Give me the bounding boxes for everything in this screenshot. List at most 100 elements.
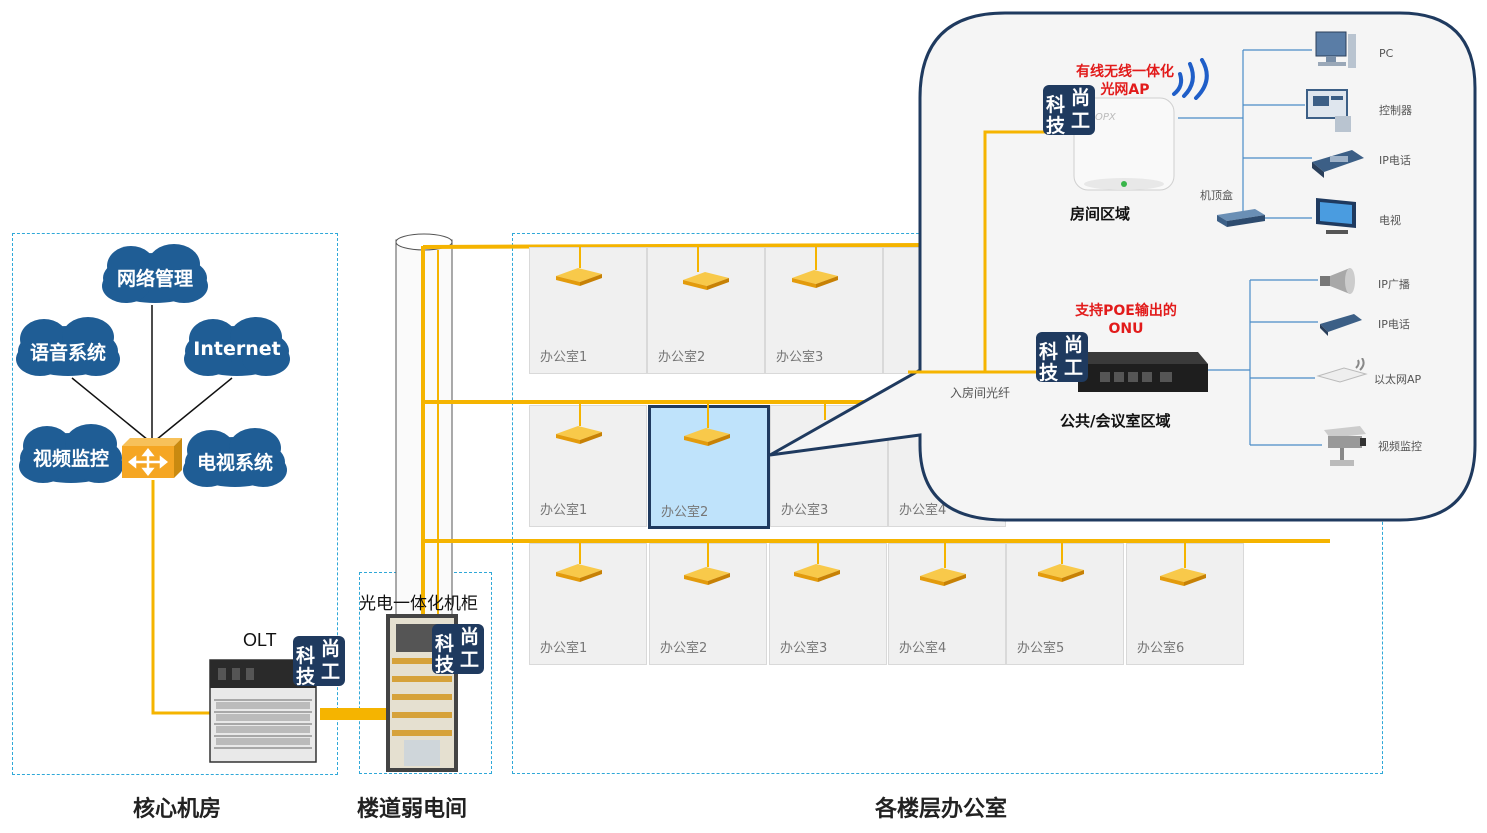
onu-icon xyxy=(683,272,729,290)
core-room-region xyxy=(12,233,338,775)
cloud-network-mgmt xyxy=(102,244,208,303)
watermark-char: 技 xyxy=(296,666,316,688)
room-device-label-2: IP电话 xyxy=(1379,154,1411,167)
cloud-internet xyxy=(184,317,290,376)
onu-icon xyxy=(920,568,966,586)
cloud-internet-label: Internet xyxy=(193,338,281,360)
watermark-logo: 尚 科 工 技 xyxy=(432,624,484,675)
office-label: 办公室2 xyxy=(660,641,708,656)
office-row3-5[interactable]: 办公室5 xyxy=(1006,543,1124,665)
fiber-in-label: 入房间光纤 xyxy=(950,386,1011,400)
watermark-char: 科 xyxy=(296,645,316,667)
watermark-logo: 尚 科 工 技 xyxy=(1043,85,1095,137)
ethernet-ap-icon xyxy=(1316,358,1368,383)
watermark-char: 科 xyxy=(1039,341,1059,363)
onu-icon xyxy=(556,426,602,444)
watermark-char: 工 xyxy=(1064,357,1084,379)
office-row3-3[interactable]: 办公室3 xyxy=(769,543,887,665)
switch-icon xyxy=(122,438,182,478)
onu-icon xyxy=(556,564,602,582)
pc-icon xyxy=(1315,31,1356,68)
set-top-box-icon xyxy=(1217,209,1265,227)
wifi-signal-icon xyxy=(1172,58,1209,100)
office-row1-1[interactable]: 办公室1 xyxy=(529,247,647,374)
public-device-label-0: IP广播 xyxy=(1378,278,1410,291)
watermark-char: 尚 xyxy=(1071,87,1091,109)
cloud-voice-label: 语音系统 xyxy=(29,342,106,364)
ip-broadcast-icon xyxy=(1320,268,1355,294)
office-label: 办公室1 xyxy=(540,641,588,656)
watermark-logo: 尚 科 工 技 xyxy=(293,636,345,688)
cloud-video-label: 视频监控 xyxy=(32,448,109,470)
cloud-tv-label: 电视系统 xyxy=(196,452,273,474)
office-row3-1[interactable]: 办公室1 xyxy=(529,543,647,665)
room-area-label: 房间区域 xyxy=(1070,205,1131,223)
core-room-title: 核心机房 xyxy=(133,797,222,822)
onu-icon xyxy=(1038,564,1084,582)
onu-label-text: 支持POE输出的 ONU xyxy=(1075,303,1177,337)
public-device-label-2: 以太网AP xyxy=(1374,373,1422,386)
office-label: 办公室4 xyxy=(899,503,947,518)
office-row1-3[interactable]: 办公室3 xyxy=(765,247,883,374)
tv-icon xyxy=(1316,198,1356,234)
room-device-label-3: 电视 xyxy=(1379,214,1401,227)
office-label: 办公室2 xyxy=(658,350,706,365)
onu-label: 支持POE输出的 ONU xyxy=(1058,302,1194,338)
office-label: 办公室3 xyxy=(780,641,828,656)
onu-icon xyxy=(794,564,840,582)
watermark-char: 技 xyxy=(1046,115,1066,137)
watermark-char: 尚 xyxy=(460,626,480,648)
public-device-label-3: 视频监控 xyxy=(1378,440,1422,453)
ap-label-text: 有线无线一体化 光网AP xyxy=(1076,64,1174,98)
cloud-voice xyxy=(16,317,120,376)
office-label: 办公室1 xyxy=(540,503,588,518)
office-label: 办公室5 xyxy=(1017,641,1065,656)
ip-phone-icon xyxy=(1312,150,1364,178)
office-label: 办公室6 xyxy=(1137,641,1185,656)
poe-onu-device-icon xyxy=(1070,352,1208,392)
offices-title: 各楼层办公室 xyxy=(875,797,1008,822)
office-label: 办公室4 xyxy=(899,641,947,656)
room-device-label-0: PC xyxy=(1379,47,1394,60)
public-device-label-1: IP电话 xyxy=(1378,318,1410,331)
office-row3-4[interactable]: 办公室4 xyxy=(888,543,1006,665)
olt-label: OLT xyxy=(243,630,277,650)
cloud-network-mgmt-label: 网络管理 xyxy=(116,268,193,290)
watermark-char: 技 xyxy=(1039,362,1059,384)
room-device-label-1: 控制器 xyxy=(1379,104,1412,117)
cabinet-icon xyxy=(386,614,458,772)
camera-icon xyxy=(1324,426,1366,466)
office-row2-1[interactable]: 办公室1 xyxy=(529,405,647,527)
onu-icon xyxy=(556,268,602,286)
office-label: 办公室3 xyxy=(776,350,824,365)
office-label: 办公室2 xyxy=(661,505,709,520)
cabinet-label: 光电一体化机柜 xyxy=(359,594,478,613)
onu-icon xyxy=(792,270,838,288)
ap-device-icon xyxy=(1073,97,1175,191)
watermark-char: 工 xyxy=(1071,110,1091,132)
watermark-char: 尚 xyxy=(1064,334,1084,356)
office-label: 办公室3 xyxy=(781,503,829,518)
ip-phone-public-icon xyxy=(1320,314,1362,336)
onu-icon xyxy=(684,567,730,585)
controller-icon xyxy=(1306,89,1351,132)
cloud-tv xyxy=(183,428,287,487)
watermark-char: 工 xyxy=(321,661,341,683)
watermark-char: 工 xyxy=(460,649,480,671)
public-area-label: 公共/会议室区域 xyxy=(1060,412,1171,430)
office-label: 办公室1 xyxy=(540,350,588,365)
watermark-char: 科 xyxy=(1046,94,1066,116)
corridor-title: 楼道弱电间 xyxy=(357,797,468,822)
onu-icon xyxy=(684,428,730,446)
onu-icon xyxy=(1160,568,1206,586)
office-row1-2[interactable]: 办公室2 xyxy=(647,247,765,374)
watermark-logo: 尚 科 工 技 xyxy=(1036,332,1088,384)
watermark-char: 科 xyxy=(435,633,455,655)
watermark-char: 尚 xyxy=(321,638,341,660)
ap-label: 有线无线一体化 光网AP xyxy=(1060,63,1190,99)
cloud-video xyxy=(19,424,123,483)
stb-label: 机顶盒 xyxy=(1200,189,1233,202)
